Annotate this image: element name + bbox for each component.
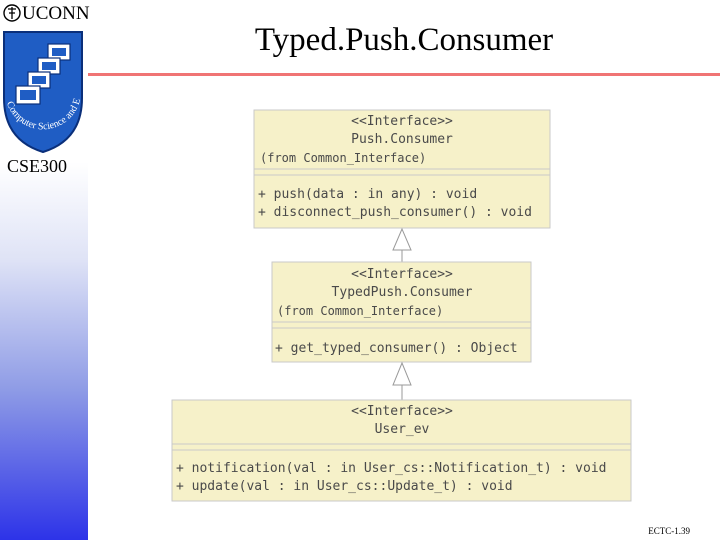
class-stereotype: <<Interface>> <box>351 114 453 129</box>
class-origin: (from Common_Interface) <box>260 151 426 165</box>
page-title: Typed.Push.Consumer <box>254 22 554 58</box>
class-stereotype: <<Interface>> <box>351 404 453 419</box>
sidebar-strip: UCONN Computer Science and Engineering C… <box>0 0 90 540</box>
class-origin: (from Common_Interface) <box>277 304 443 318</box>
class-operation: + update(val : in User_cs::Update_t) : v… <box>176 479 513 494</box>
generalization-arrow <box>392 227 412 262</box>
course-code: CSE300 <box>7 156 68 176</box>
cse-department-logo: Computer Science and Engineering <box>0 28 83 154</box>
class-operation: + get_typed_consumer() : Object <box>275 341 518 356</box>
class-operation: + notification(val : in User_cs::Notific… <box>176 461 606 476</box>
uml-class-user-ev: <<Interface>> User_ev + notification(val… <box>171 399 632 502</box>
uml-class-push-consumer: <<Interface>> Push.Consumer (from Common… <box>253 109 551 229</box>
uconn-seal-icon <box>3 4 21 22</box>
uml-class-typed-push-consumer: <<Interface>> TypedPush.Consumer (from C… <box>271 261 532 363</box>
generalization-arrow <box>392 361 412 400</box>
university-name: UCONN <box>22 3 90 24</box>
slide-number: ECTC-1.39 <box>648 526 690 536</box>
class-name: Push.Consumer <box>351 132 453 147</box>
title-divider <box>88 73 720 76</box>
class-operation: + disconnect_push_consumer() : void <box>258 205 532 220</box>
class-operation: + push(data : in any) : void <box>258 187 477 202</box>
class-name: TypedPush.Consumer <box>332 285 473 300</box>
class-name: User_ev <box>375 422 430 437</box>
class-stereotype: <<Interface>> <box>351 267 453 282</box>
